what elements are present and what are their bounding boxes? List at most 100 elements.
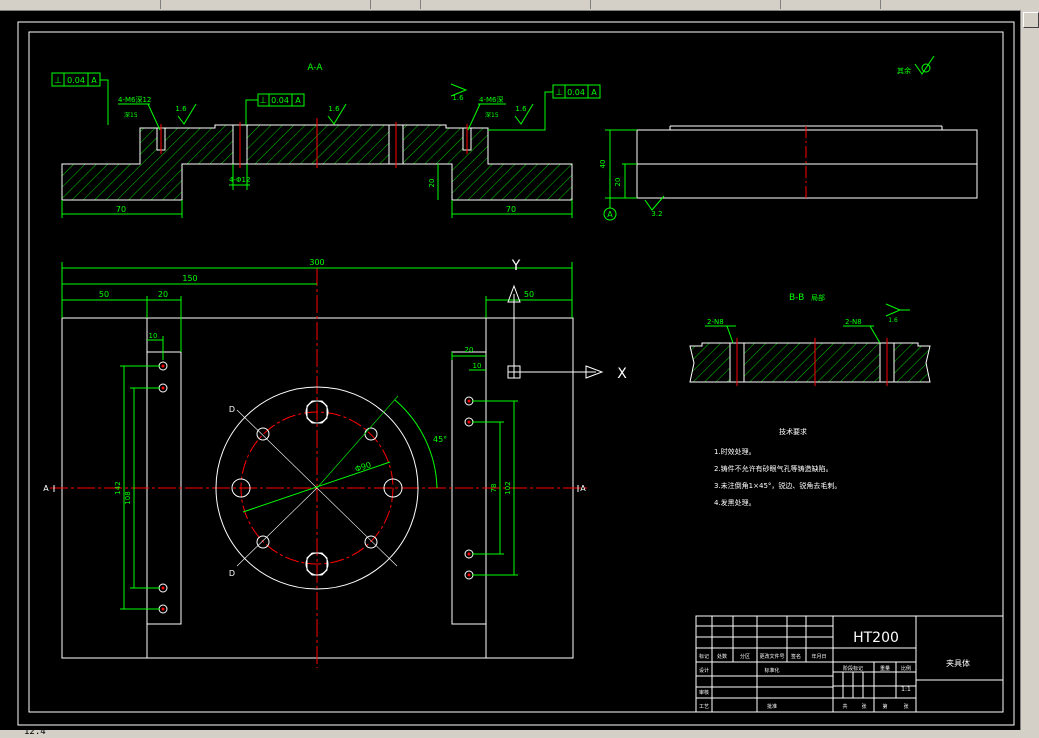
inner-sheet-border [28,31,1004,713]
dim-20-aa: 20 [428,179,436,188]
toolbar-segment[interactable] [370,0,421,9]
bb-callout-right: 2-N8 [845,318,862,326]
bolt-circle [240,411,394,565]
roughness-symbol-side: 3.2 [644,195,665,218]
svg-text:标记: 标记 [699,653,709,660]
dim-142: 142 [114,481,122,494]
roughness-symbol-aa-left: 1.6 [175,103,197,125]
side-view: 其余 40 20 A 3.2 [599,55,978,221]
dim-108: 108 [124,491,132,504]
svg-text:A: A [91,76,97,85]
svg-text:1.6: 1.6 [175,105,187,113]
section-bb-suffix: 局部 [811,293,825,302]
bolt-circle-holes [231,400,403,576]
aa-hole-left-callout: 4-M6深12 [118,95,151,104]
toolbar-segment[interactable] [590,0,781,9]
aa-hole-right-callout: 4-M6深 [479,95,503,104]
ucs-x-label: X [617,366,627,382]
svg-text:签名: 签名 [791,653,801,660]
section-a-right-label: A [580,484,586,493]
svg-text:共: 共 [842,703,847,710]
svg-text:工艺: 工艺 [699,704,709,710]
tolerance-frame-right: ⊥ 0.04 A [488,84,601,131]
dim-70-right: 70 [506,205,516,214]
dim-phi90: Φ90 [354,460,372,474]
section-aa-view: A-A ⊥ 0.04 A ⊥ 0.04 A [51,63,601,218]
dim-20-top: 20 [158,290,168,299]
part-name: 夹具体 [946,658,970,668]
svg-text:年月日: 年月日 [811,653,826,660]
window-toolbar-strip [0,0,1039,11]
svg-text:0.04: 0.04 [271,96,289,105]
svg-text:1.6: 1.6 [888,317,898,324]
datum-a-label: A [607,210,613,219]
roughness-other-symbol [914,55,935,75]
command-line-text: 12.4 [24,727,46,737]
angle-arc-45 [394,399,438,489]
dim-20-right: 20 [465,346,474,354]
note-item-3: 3.未注倒角1×45°，锐边、锐角去毛刺。 [714,481,841,490]
roughness-symbol-aa-top: 1.6 [450,83,468,102]
dim-10-left: 10 [149,332,158,340]
note-item-2: 2.铸件不允许有砂眼气孔等铸造缺陷。 [714,464,833,473]
note-item-4: 4.发黑处理。 [714,498,756,507]
roughness-other-label: 其余 [897,66,911,75]
section-bb-view: B-B 局部 2-N8 2-N8 1.6 [689,293,931,386]
dim-300: 300 [309,258,324,267]
ucs-icon: Y X [507,258,627,382]
toolbar-segment[interactable] [0,0,161,9]
svg-text:处数: 处数 [717,653,727,660]
tolerance-frame-center: ⊥ 0.04 A [245,93,305,125]
svg-text:0.04: 0.04 [567,88,585,97]
notes-title: 技术要求 [779,427,807,436]
svg-text:分区: 分区 [740,653,750,660]
section-d-top-label: D [229,405,235,414]
svg-text:更改文件号: 更改文件号 [759,653,784,660]
toolbar-segment[interactable] [420,0,591,9]
svg-text:A: A [591,88,597,97]
dim-50-right: 50 [524,290,534,299]
roughness-symbol-aa-right: 1.6 [514,103,534,125]
dim-40: 40 [599,160,607,169]
dim-20-side: 20 [614,178,622,187]
dim-70-left: 70 [116,205,126,214]
svg-text:设计: 设计 [699,667,709,674]
svg-text:⊥: ⊥ [555,88,563,98]
dim-45-deg: 45° [433,435,447,444]
dim-102: 102 [504,481,512,494]
toolbar-segment[interactable] [780,0,881,9]
svg-text:A: A [295,96,301,105]
dim-78: 78 [490,484,498,493]
dim-150: 150 [182,274,197,283]
dim-50-left: 50 [99,290,109,299]
svg-text:张: 张 [861,703,866,710]
vertical-scrollbar[interactable] [1020,10,1039,730]
cad-drawing-canvas[interactable]: A-A ⊥ 0.04 A ⊥ 0.04 A [0,0,1020,730]
svg-text:1.6: 1.6 [515,105,527,113]
scroll-thumb[interactable] [1023,12,1039,28]
section-bb-title: B-B [789,293,804,303]
svg-text:审核: 审核 [699,689,709,696]
svg-text:批准: 批准 [767,703,777,710]
bb-callout-left: 2-N8 [707,318,724,326]
toolbar-segment[interactable] [160,0,371,9]
outer-sheet-border [17,21,1015,726]
svg-text:1.6: 1.6 [452,94,464,102]
material-text: HT200 [853,630,899,646]
svg-text:3.2: 3.2 [651,210,662,218]
roughness-symbol-aa-center: 1.6 [327,103,347,125]
aa-hole-left-depth: 深15 [124,111,138,119]
aa-pin-hole-callout: 4-Φ12 [229,176,250,184]
roughness-symbol-bb: 1.6 [885,303,910,324]
datum-a-circle [603,207,617,221]
note-item-1: 1.时效处理。 [714,447,756,456]
tolerance-frame-left: ⊥ 0.04 A [51,72,109,125]
main-boss-circle [215,386,419,590]
ucs-y-label: Y [511,258,521,274]
svg-text:第: 第 [882,703,887,710]
command-line-strip [0,730,1039,738]
bb-section-body [689,342,931,383]
title-block: HT200 夹具体 1:1 标记 处数 分区 更改文件号 签名 年月日 设计 标… [695,615,1004,713]
svg-text:⊥: ⊥ [54,76,62,86]
section-aa-title: A-A [307,63,323,73]
